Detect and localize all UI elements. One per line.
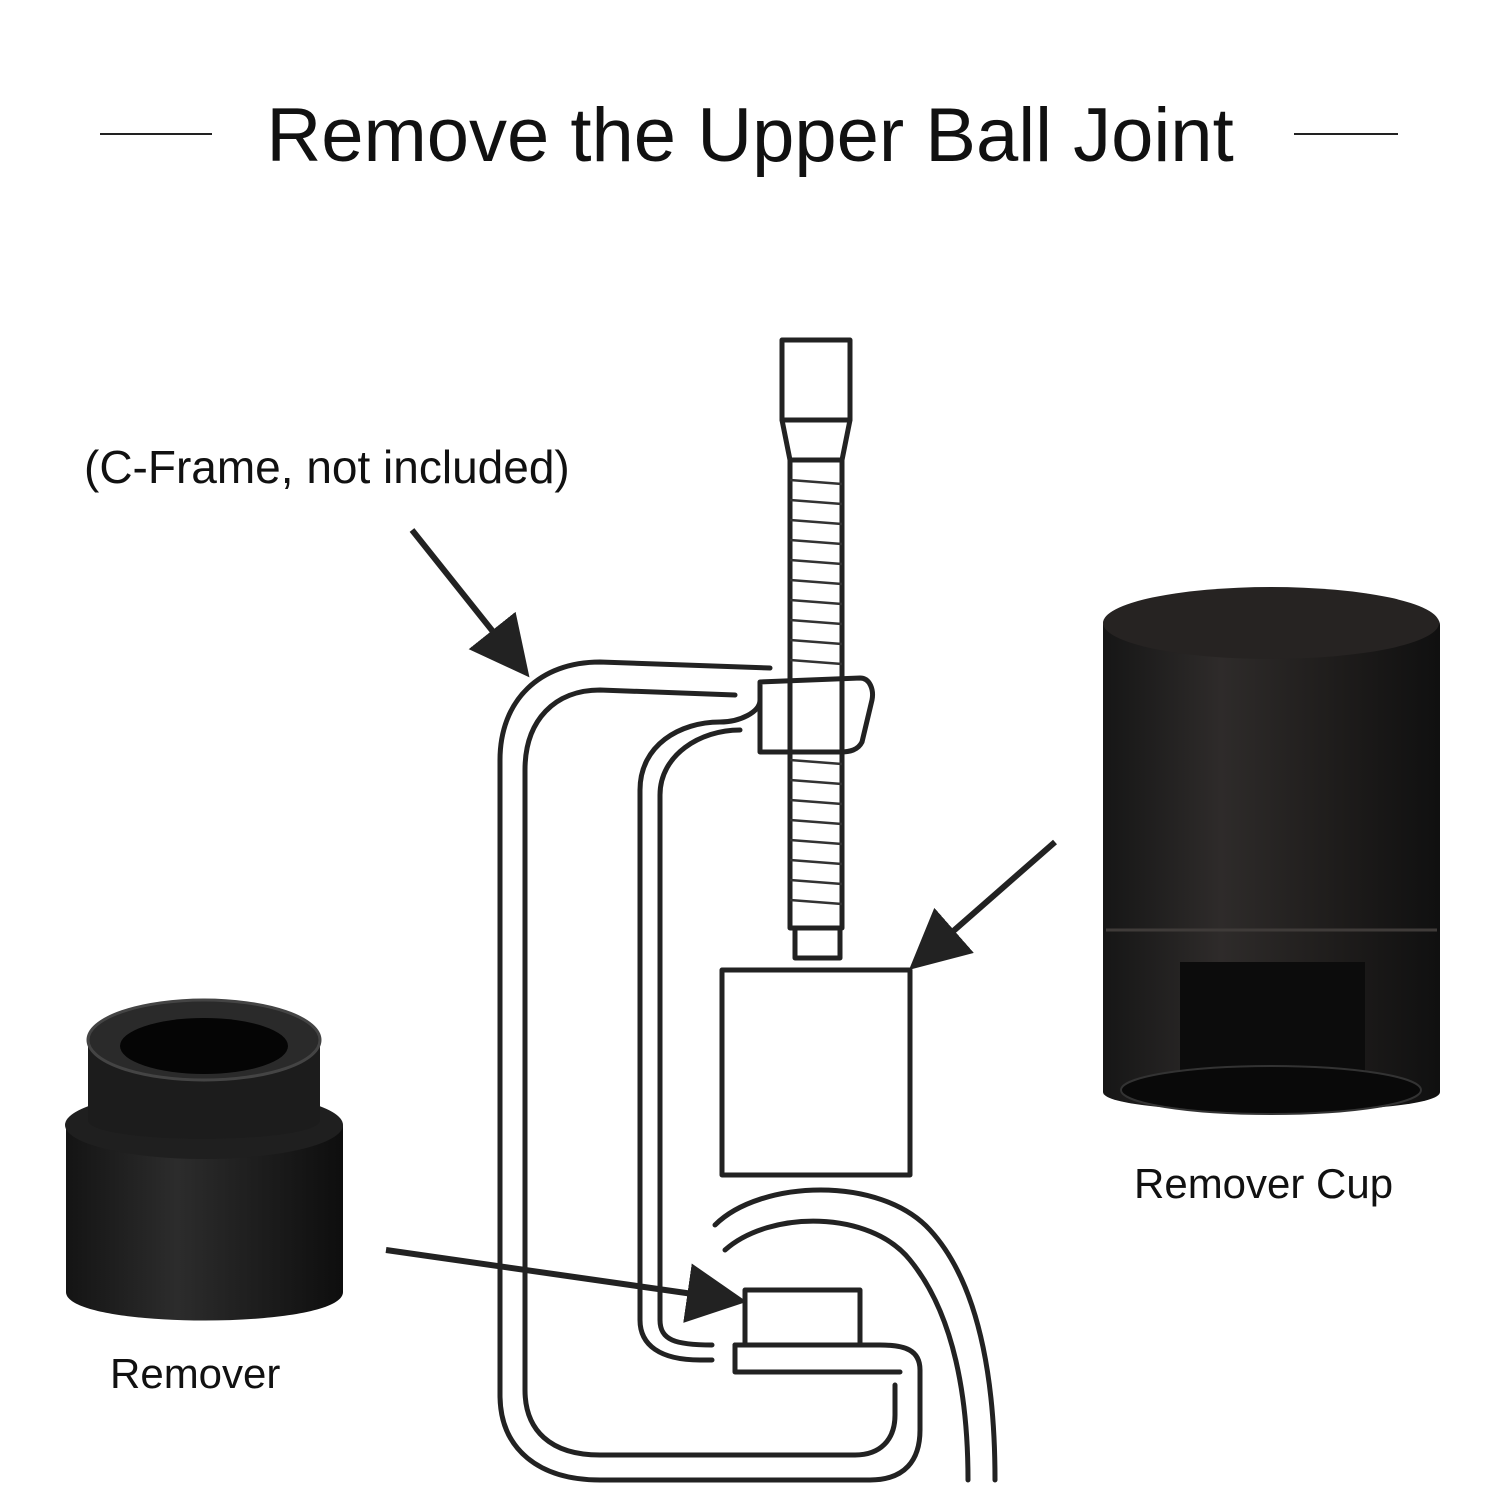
lower-seat: [732, 1342, 903, 1375]
adapter-cylinder: [719, 967, 913, 1178]
pointer-arrows: [385, 528, 1057, 1323]
threaded-rod: [787, 457, 845, 931]
remover-label: Remover: [110, 1350, 281, 1397]
title-rule-left: [100, 133, 212, 135]
arrow-to-adapter: [908, 839, 1057, 970]
remover-image: [65, 998, 343, 1321]
arrow-to-ball-joint: [385, 1247, 747, 1323]
screw-collar: [757, 675, 875, 755]
hex-drive-head: [779, 337, 853, 423]
rod-neck: [792, 925, 843, 961]
remover-cup-image: [1103, 587, 1440, 1115]
rod-threads: [789, 478, 843, 906]
c-frame-outer-outline: [497, 659, 923, 1483]
title-block: Remove the Upper Ball Joint: [0, 88, 1500, 198]
page-title: Remove the Upper Ball Joint: [266, 93, 1234, 178]
c-frame-drawing: [497, 337, 998, 1483]
c-frame-inner-channel-2: [657, 727, 743, 1348]
hex-drive-shoulder: [779, 417, 853, 463]
arrow-to-c-frame: [409, 528, 530, 678]
control-arm-inner: [722, 1218, 971, 1483]
remover-cup-label: Remover Cup: [1134, 1160, 1394, 1207]
control-arm-outline: [712, 1187, 998, 1483]
c-frame-inner-channel: [637, 697, 763, 1363]
c-frame-label: (C-Frame, not included): [84, 441, 570, 493]
ball-joint-stub: [742, 1287, 863, 1348]
c-frame-inner-outline: [522, 687, 898, 1458]
title-rule-right: [1294, 133, 1398, 135]
